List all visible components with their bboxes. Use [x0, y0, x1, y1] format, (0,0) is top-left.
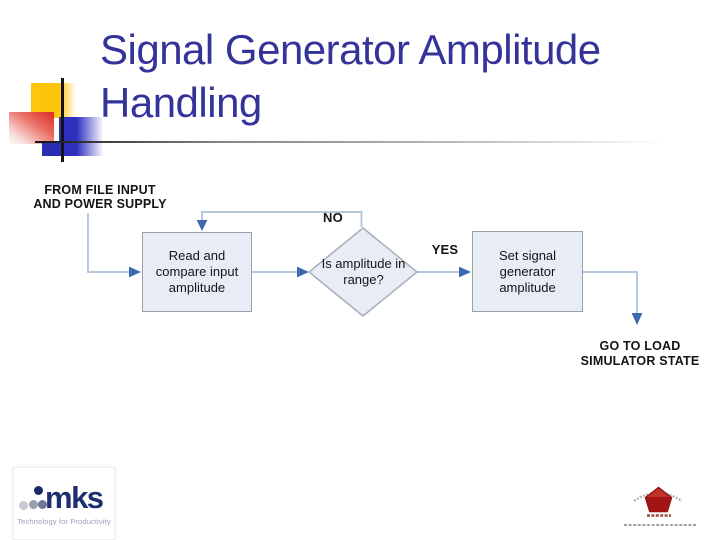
arrowhead-into-read-top: [196, 220, 208, 231]
process-box-read-compare: Read and compare input amplitude: [142, 232, 252, 312]
decor-blue-square: [59, 117, 105, 156]
mks-logo: mks Technology for Productivity: [13, 467, 115, 540]
mks-dot-gray1-icon: [18, 500, 28, 510]
arrowhead-to-end: [631, 313, 643, 325]
decor-vertical-line: [61, 78, 64, 162]
arrowhead-into-set: [459, 266, 471, 278]
slide-title: Signal Generator Amplitude Handling: [100, 26, 601, 126]
pentagon-highlight: [647, 488, 670, 497]
mks-dot-gray2-icon: [28, 500, 38, 509]
connector-set-to-end: [583, 271, 638, 313]
connector-no-loop: [201, 211, 363, 227]
decor-red-square: [9, 112, 54, 144]
mks-dot-gray3-icon: [38, 499, 47, 509]
yes-branch-label: YES: [431, 242, 459, 257]
arrowhead-into-read-left: [129, 266, 141, 278]
mks-wordmark: mks: [45, 480, 104, 515]
decision-diamond-shape: [307, 227, 419, 317]
start-label: FROM FILE INPUT AND POWER SUPPLY: [33, 183, 167, 211]
end-label: GO TO LOAD SIMULATOR STATE: [580, 339, 700, 368]
no-branch-label: NO: [323, 210, 343, 225]
mks-dot-navy-icon: [34, 485, 43, 495]
mks-tagline: Technology for Productivity: [17, 517, 111, 526]
process-box-set-amplitude: Set signal generator amplitude: [472, 231, 583, 312]
title-underline-rule: [35, 140, 665, 143]
decision-diamond-text: Is amplitude in range?: [321, 256, 406, 287]
arrowhead-into-decision: [297, 266, 309, 278]
pentagon-shape-icon: [644, 486, 673, 513]
connector-start-to-read: [87, 213, 129, 273]
pentagon-logo: [620, 480, 700, 530]
decor-blue-square-small: [42, 143, 60, 156]
pentagon-logo-graphic: [624, 486, 696, 526]
